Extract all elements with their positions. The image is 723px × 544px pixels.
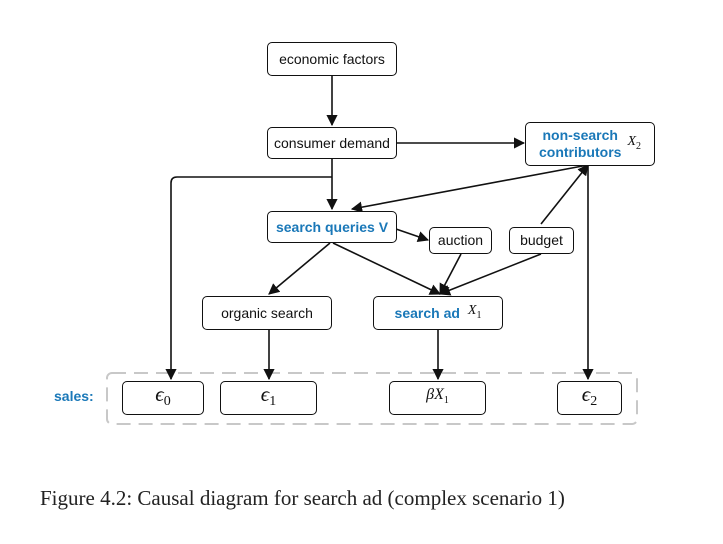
node-non-search-line1: non-search [542, 127, 618, 143]
node-consumer-demand: consumer demand [267, 127, 397, 159]
sales-term-eps1: ϵ1 [220, 381, 317, 415]
sales-label: sales: [54, 388, 94, 404]
node-auction: auction [429, 227, 492, 254]
edge-budget-to-searchad [438, 253, 542, 296]
edge-nonsearch-to-queries [350, 164, 589, 213]
sales-term-eps2: ϵ2 [557, 381, 622, 415]
variable-x2: X2 [627, 134, 641, 152]
figure-caption: Figure 4.2: Causal diagram for search ad… [40, 486, 565, 510]
node-search-queries-label: search queries V [275, 218, 389, 235]
node-consumer-demand-label: consumer demand [274, 134, 390, 151]
node-search-ad: search ad X1 [373, 296, 503, 330]
edge-queries-to-organic [268, 242, 331, 295]
node-non-search-contributors: non-search contributors X2 [525, 122, 655, 166]
node-search-queries: search queries V [267, 211, 397, 243]
node-auction-label: auction [437, 232, 484, 248]
node-budget-label: budget [520, 232, 563, 248]
node-economic-factors-label: economic factors [279, 50, 385, 67]
sales-group-box [106, 372, 638, 425]
node-budget: budget [509, 227, 574, 254]
node-economic-factors: economic factors [267, 42, 397, 76]
edge-demand-to-eps0 [165, 176, 332, 381]
node-organic-search: organic search [202, 296, 332, 330]
node-non-search-line2: contributors [538, 144, 622, 160]
node-organic-search-label: organic search [221, 304, 313, 321]
edge-auction-to-searchad [439, 253, 462, 295]
edge-budget-to-nonsearch [540, 164, 589, 225]
edge-queries-to-auction [395, 228, 430, 243]
node-search-ad-label: search ad [394, 304, 460, 321]
sales-term-beta-x1: βX1 [389, 381, 486, 415]
node-non-search-label: non-search contributors [539, 127, 621, 161]
variable-x1: X1 [467, 303, 482, 321]
edge-queries-to-searchad [332, 242, 442, 295]
sales-term-eps0: ϵ0 [122, 381, 204, 415]
